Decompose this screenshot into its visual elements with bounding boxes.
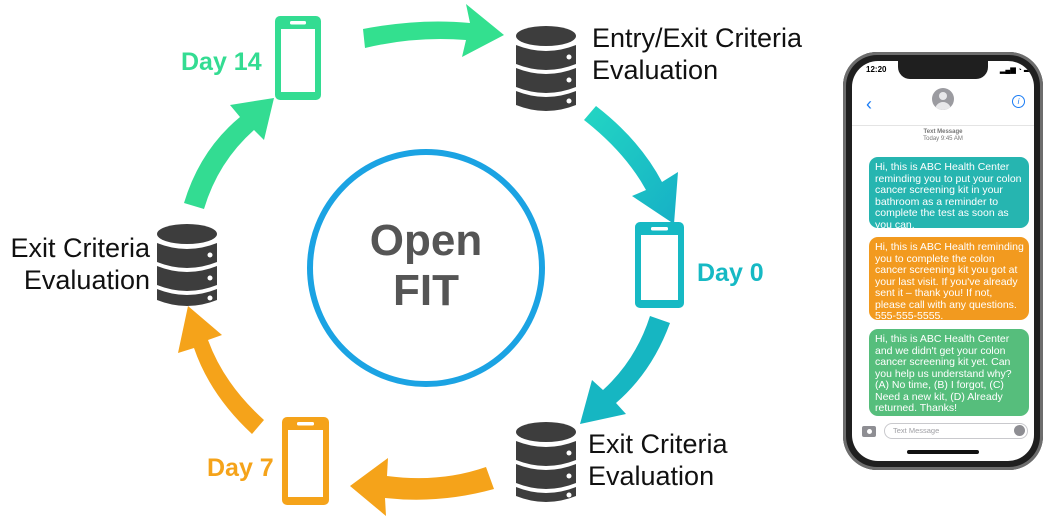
day-0-label: Day 0 <box>697 259 764 287</box>
center-ring <box>307 149 545 387</box>
thread-meta-title: Text Message <box>923 129 963 135</box>
message-bubble-1: Hi, this is ABC Health Center reminding … <box>869 157 1029 230</box>
status-icons: ▂▄▆ ◔ ▬ <box>1000 67 1031 74</box>
database-icon <box>516 26 576 111</box>
arrow-icon <box>178 306 264 434</box>
center-title: Open FIT <box>326 216 526 316</box>
phone-icon <box>635 222 684 308</box>
arrow-icon <box>184 98 274 209</box>
center-title-line1: Open <box>369 216 483 265</box>
phone-mockup: 12:20 ▂▄▆ ◔ ▬ ‹ i Text Message Today 9:4… <box>843 52 1043 470</box>
status-time: 12:20 <box>866 65 887 74</box>
camera-icon[interactable] <box>862 426 876 437</box>
phone-icon <box>275 16 321 100</box>
node-label-exit-right: Exit Criteria Evaluation <box>588 428 728 492</box>
node-label-line: Exit Criteria <box>588 429 728 459</box>
phone-notch <box>898 61 988 79</box>
avatar-head <box>939 92 947 100</box>
arrow-icon <box>350 458 494 516</box>
thread-meta-time: Today 9:45 AM <box>923 136 963 142</box>
node-label-line: Evaluation <box>23 265 150 295</box>
node-label-line: Entry/Exit Criteria <box>592 23 803 53</box>
microphone-icon[interactable] <box>1014 425 1025 436</box>
day-14-label: Day 14 <box>181 48 262 76</box>
day-7-label: Day 7 <box>207 454 274 482</box>
node-label-line: Exit Criteria <box>10 233 150 263</box>
back-chevron-icon[interactable]: ‹ <box>866 94 872 114</box>
database-icon <box>516 422 576 502</box>
avatar[interactable] <box>932 88 954 110</box>
center-title-line2: FIT <box>393 266 459 315</box>
message-header: ‹ i <box>852 83 1034 126</box>
arrow-icon <box>580 316 670 424</box>
phone-screen: 12:20 ▂▄▆ ◔ ▬ ‹ i Text Message Today 9:4… <box>852 61 1034 461</box>
database-icon <box>157 224 217 306</box>
message-bubble-3: Hi, this is ABC Health Center and we did… <box>869 329 1029 416</box>
phone-icon <box>282 417 329 505</box>
message-input-bar: Text Message <box>852 421 1034 443</box>
info-icon[interactable]: i <box>1012 95 1025 108</box>
arrow-icon <box>584 106 678 224</box>
node-label-line: Evaluation <box>592 55 719 85</box>
avatar-body <box>935 102 951 110</box>
node-label-line: Evaluation <box>588 461 715 491</box>
message-input[interactable]: Text Message <box>884 423 1028 439</box>
node-label-exit-left: Exit Criteria Evaluation <box>0 232 150 296</box>
message-bubble-2: Hi, this is ABC Health reminding you to … <box>869 237 1029 322</box>
arrow-icon <box>363 4 504 57</box>
home-indicator <box>907 450 979 454</box>
node-label-entry-exit: Entry/Exit Criteria Evaluation <box>592 22 802 86</box>
